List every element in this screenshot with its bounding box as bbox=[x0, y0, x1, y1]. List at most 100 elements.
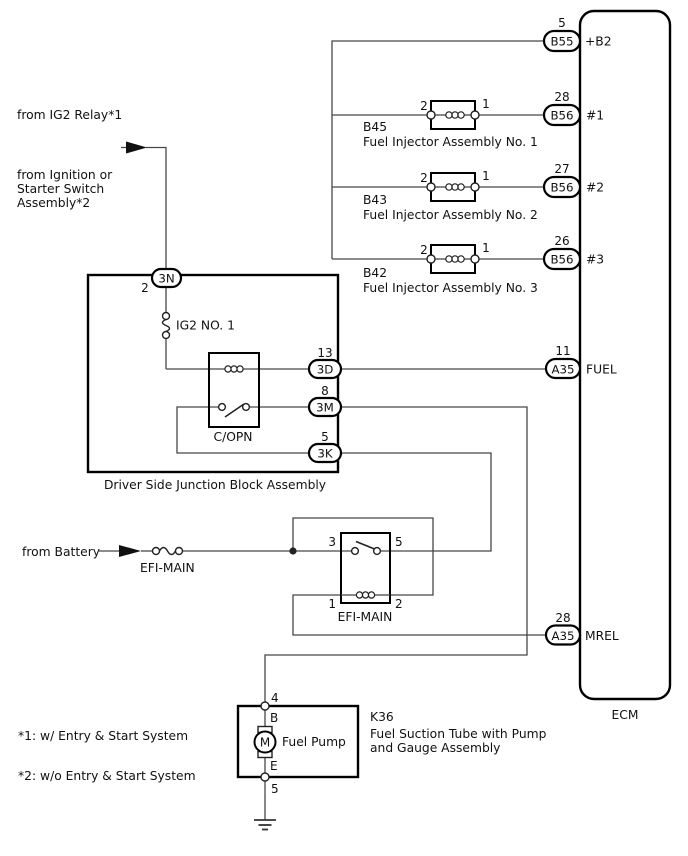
ig2-no1-fuse-icon bbox=[161, 311, 171, 340]
connector-3n-pin: 2 bbox=[141, 281, 149, 295]
efi-main-pin2: 2 bbox=[395, 597, 403, 611]
ecm: ECM B55 5 +B2 B56 28 #1 B56 27 #2 B56 26… bbox=[542, 9, 672, 722]
connector-3n bbox=[150, 267, 183, 289]
injector-1-pin2-num: 2 bbox=[420, 99, 428, 113]
pump-pin-b-label: B bbox=[270, 711, 278, 725]
efi-main-pin5: 5 bbox=[395, 535, 403, 549]
injector-2-pin1-icon bbox=[470, 182, 480, 192]
from-ignition-line3: Assembly*2 bbox=[17, 196, 90, 210]
connector-3d bbox=[307, 358, 343, 380]
ecm-pin-mrel-num: 28 bbox=[555, 611, 570, 625]
from-battery-label: from Battery bbox=[22, 545, 100, 559]
connector-b56-1 bbox=[542, 103, 582, 127]
ecm-pin-fuel-num: 11 bbox=[555, 344, 570, 358]
injector-1-pin1-icon bbox=[470, 110, 480, 120]
pump-pin-e-icon bbox=[260, 772, 270, 782]
from-ignition-line1: from Ignition or bbox=[17, 168, 113, 182]
wire-copn-sw-to-3k bbox=[176, 406, 309, 454]
pump-desc-line2: and Gauge Assembly bbox=[370, 741, 500, 755]
injector-3-code: B42 bbox=[363, 266, 387, 280]
ecm-signal-3: #3 bbox=[586, 253, 604, 267]
injector-1-pin2-icon bbox=[426, 110, 436, 120]
ecm-label: ECM bbox=[612, 708, 639, 722]
connector-a35-mrel-code: A35 bbox=[551, 629, 574, 643]
from-ignition-line2: Starter Switch bbox=[17, 182, 104, 196]
fuel-pump-assembly: M 4 B Fuel Pump E 5 K36 Fuel Suction Tub… bbox=[236, 691, 547, 831]
copn-coil-icon bbox=[224, 365, 244, 373]
connector-3k-pin: 5 bbox=[321, 430, 329, 444]
connector-b56-3-code: B56 bbox=[550, 253, 573, 267]
wire-battery-to-coil2 bbox=[292, 517, 434, 596]
ecm-pin-b2-num: 5 bbox=[558, 16, 566, 30]
pump-pin4-num: 4 bbox=[271, 691, 279, 705]
connector-b56-2 bbox=[542, 175, 582, 199]
injector-3-name: Fuel Injector Assembly No. 3 bbox=[363, 281, 538, 295]
junction-block: Driver Side Junction Block Assembly 3N 2… bbox=[86, 267, 343, 492]
connector-3k bbox=[307, 442, 343, 464]
injector-2-pin2-num: 2 bbox=[420, 171, 428, 185]
injector-3-pin2-num: 2 bbox=[420, 243, 428, 257]
wires bbox=[99, 40, 546, 820]
wire-b2-bus bbox=[331, 40, 544, 259]
injector-2-code: B43 bbox=[363, 193, 387, 207]
injector-2-pin1-num: 1 bbox=[482, 169, 490, 183]
ecm-signal-mrel: MREL bbox=[585, 629, 619, 643]
connector-b56-3 bbox=[542, 247, 582, 271]
injector-1-pin1-num: 1 bbox=[482, 97, 490, 111]
copn-relay-label: C/OPN bbox=[213, 430, 252, 444]
injector-1: 2 1 B45 Fuel Injector Assembly No. 1 bbox=[363, 97, 538, 149]
copn-switch-icon bbox=[217, 402, 251, 418]
copn-relay-box bbox=[208, 352, 260, 428]
source-ig2: from IG2 Relay*1 from Ignition or Starte… bbox=[17, 108, 147, 210]
pump-pin-b-icon bbox=[260, 701, 270, 711]
junction-block-label: Driver Side Junction Block Assembly bbox=[104, 478, 326, 492]
ecm-signal-fuel: FUEL bbox=[586, 363, 617, 377]
connector-a35-fuel bbox=[544, 357, 582, 380]
connector-3m-pin: 8 bbox=[321, 384, 329, 398]
injector-2-pin2-icon bbox=[426, 182, 436, 192]
motor-letter: M bbox=[260, 736, 270, 750]
connector-b55-b2-code: B55 bbox=[550, 35, 573, 49]
connector-3d-pin: 13 bbox=[317, 346, 332, 360]
footnote-1: *1: w/ Entry & Start System bbox=[18, 729, 188, 743]
ecm-pin-3-num: 26 bbox=[554, 234, 569, 248]
injector-2: 2 1 B43 Fuel Injector Assembly No. 2 bbox=[363, 169, 538, 222]
ecm-signal-2: #2 bbox=[586, 181, 604, 195]
efi-main-fuse-label: EFI-MAIN bbox=[140, 561, 195, 575]
injector-1-code: B45 bbox=[363, 120, 387, 134]
injector-3-pin1-icon bbox=[470, 254, 480, 264]
efi-main-relay: 3 5 1 2 EFI-MAIN bbox=[328, 532, 403, 624]
injector-1-name: Fuel Injector Assembly No. 1 bbox=[363, 135, 538, 149]
motor-icon: M bbox=[253, 725, 277, 759]
connector-3d-code: 3D bbox=[317, 363, 334, 377]
injector-3-pin2-icon bbox=[426, 254, 436, 264]
pump-desc-line1: Fuel Suction Tube with Pump bbox=[370, 727, 547, 741]
connector-3k-code: 3K bbox=[317, 447, 333, 461]
ecm-pin-1-num: 28 bbox=[554, 90, 569, 104]
ig2-no1-fuse-label: IG2 NO. 1 bbox=[176, 319, 235, 333]
ecm-pin-2-num: 27 bbox=[554, 162, 569, 176]
efi-main-pin3: 3 bbox=[328, 535, 336, 549]
efi-main-coil-icon bbox=[355, 591, 376, 599]
footnote-2: *2: w/o Entry & Start System bbox=[18, 769, 196, 783]
injector-2-coil-icon bbox=[445, 183, 465, 191]
connector-3n-code: 3N bbox=[158, 272, 174, 286]
efi-main-switch-icon bbox=[350, 540, 382, 556]
wire-3m-to-pump bbox=[264, 406, 528, 702]
junction-dot bbox=[289, 547, 297, 555]
footnotes: *1: w/ Entry & Start System *2: w/o Entr… bbox=[18, 729, 196, 783]
ecm-signal-1: #1 bbox=[586, 109, 604, 123]
ig2-arrow-icon bbox=[126, 141, 147, 154]
injector-1-coil-icon bbox=[445, 111, 465, 119]
pump-pin-e-label: E bbox=[270, 759, 278, 773]
injector-3-pin1-num: 1 bbox=[482, 241, 490, 255]
injector-3: 2 1 B42 Fuel Injector Assembly No. 3 bbox=[363, 241, 538, 295]
injector-3-coil-icon bbox=[445, 255, 465, 263]
ecm-box bbox=[578, 9, 672, 701]
efi-main-relay-box bbox=[340, 532, 391, 604]
wire-coil1-to-mrel bbox=[292, 594, 546, 636]
injector-2-name: Fuel Injector Assembly No. 2 bbox=[363, 208, 538, 222]
connector-3m-code: 3M bbox=[316, 401, 334, 415]
